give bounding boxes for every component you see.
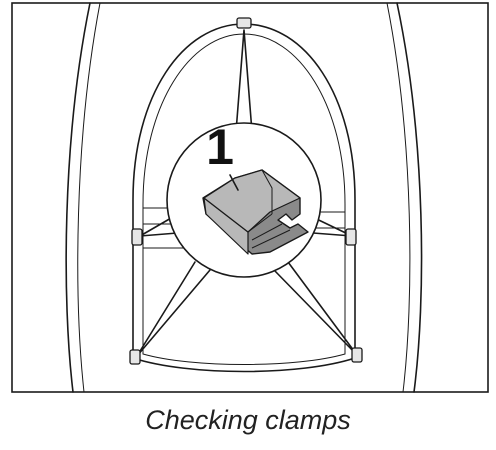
clamp-tab-right <box>345 228 357 246</box>
hull-outline-left <box>65 2 91 393</box>
diagram-frame <box>11 2 489 393</box>
tube-outline-inner <box>142 33 346 365</box>
clamp-tab-bottom-left <box>129 349 141 365</box>
ray-bottom-right <box>273 261 358 356</box>
ray-top <box>235 29 253 133</box>
clamp-tab-bottom-right <box>351 347 363 363</box>
hull-outline-right <box>396 2 423 393</box>
figure-caption: Checking clamps <box>145 405 351 435</box>
tube-outline-outer <box>132 23 356 373</box>
clamp-part-illustration <box>202 169 309 255</box>
hull-inner-left <box>77 2 101 393</box>
callout-number-label: 1 <box>206 119 234 175</box>
hull-inner-right <box>386 2 411 393</box>
clamp-tab-top <box>236 17 252 29</box>
clamp-tab-left <box>131 228 143 246</box>
callout-leader-line <box>229 174 239 191</box>
ray-bottom-left <box>136 261 211 357</box>
